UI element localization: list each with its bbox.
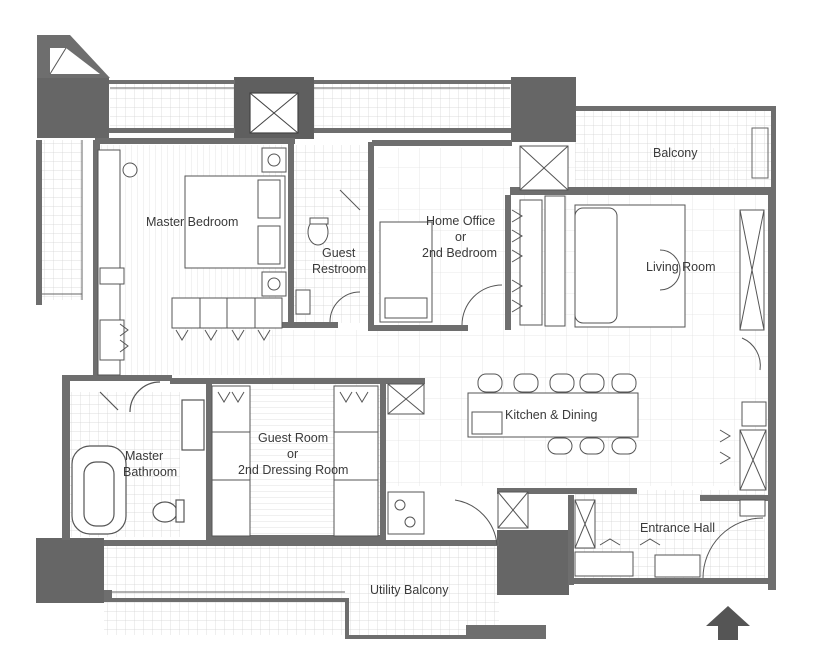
up-arrow-icon xyxy=(706,606,750,640)
room-label-kitchen-dining: Kitchen & Dining xyxy=(505,408,598,422)
kitchen-dining-furniture xyxy=(467,373,767,491)
walls xyxy=(36,80,776,639)
master-bedroom-furniture xyxy=(97,147,287,376)
room-label-master-bedroom: Master Bedroom xyxy=(146,215,239,229)
floor-tiles xyxy=(42,82,775,635)
guest-restroom-fixtures xyxy=(295,189,361,323)
room-label-home-office-3: 2nd Bedroom xyxy=(422,246,498,260)
entrance-hall-furniture xyxy=(454,491,766,579)
room-label-master-bathroom-2: Bathroom xyxy=(123,465,178,479)
home-office-furniture xyxy=(379,145,569,326)
shaft xyxy=(249,92,299,134)
room-label-guest-room-2: or xyxy=(287,447,299,461)
room-label-guest-room-1: Guest Room xyxy=(258,431,329,445)
column-top-right xyxy=(511,77,576,142)
room-label-master-bathroom-1: Master xyxy=(125,449,164,463)
room-label-entrance-hall: Entrance Hall xyxy=(640,521,716,535)
master-bathroom-fixtures xyxy=(71,381,205,535)
column-bottom-left xyxy=(36,538,104,603)
room-label-home-office-1: Home Office xyxy=(426,214,496,228)
room-label-balcony: Balcony xyxy=(653,146,698,160)
room-label-home-office-2: or xyxy=(455,230,467,244)
room-label-guest-restroom-1: Guest xyxy=(322,246,356,260)
guest-room-wardrobes xyxy=(211,383,425,537)
column-bottom-mid xyxy=(497,530,569,595)
rails xyxy=(42,87,769,593)
living-room-furniture xyxy=(544,195,765,371)
room-label-guest-room-3: 2nd Dressing Room xyxy=(238,463,349,477)
room-label-guest-restroom-2: Restroom xyxy=(312,262,367,276)
room-label-utility-balcony: Utility Balcony xyxy=(370,583,449,597)
structural-columns xyxy=(36,77,576,603)
room-label-living-room: Living Room xyxy=(646,260,716,274)
column-top-left xyxy=(37,78,109,138)
top-left-bay xyxy=(37,35,110,78)
